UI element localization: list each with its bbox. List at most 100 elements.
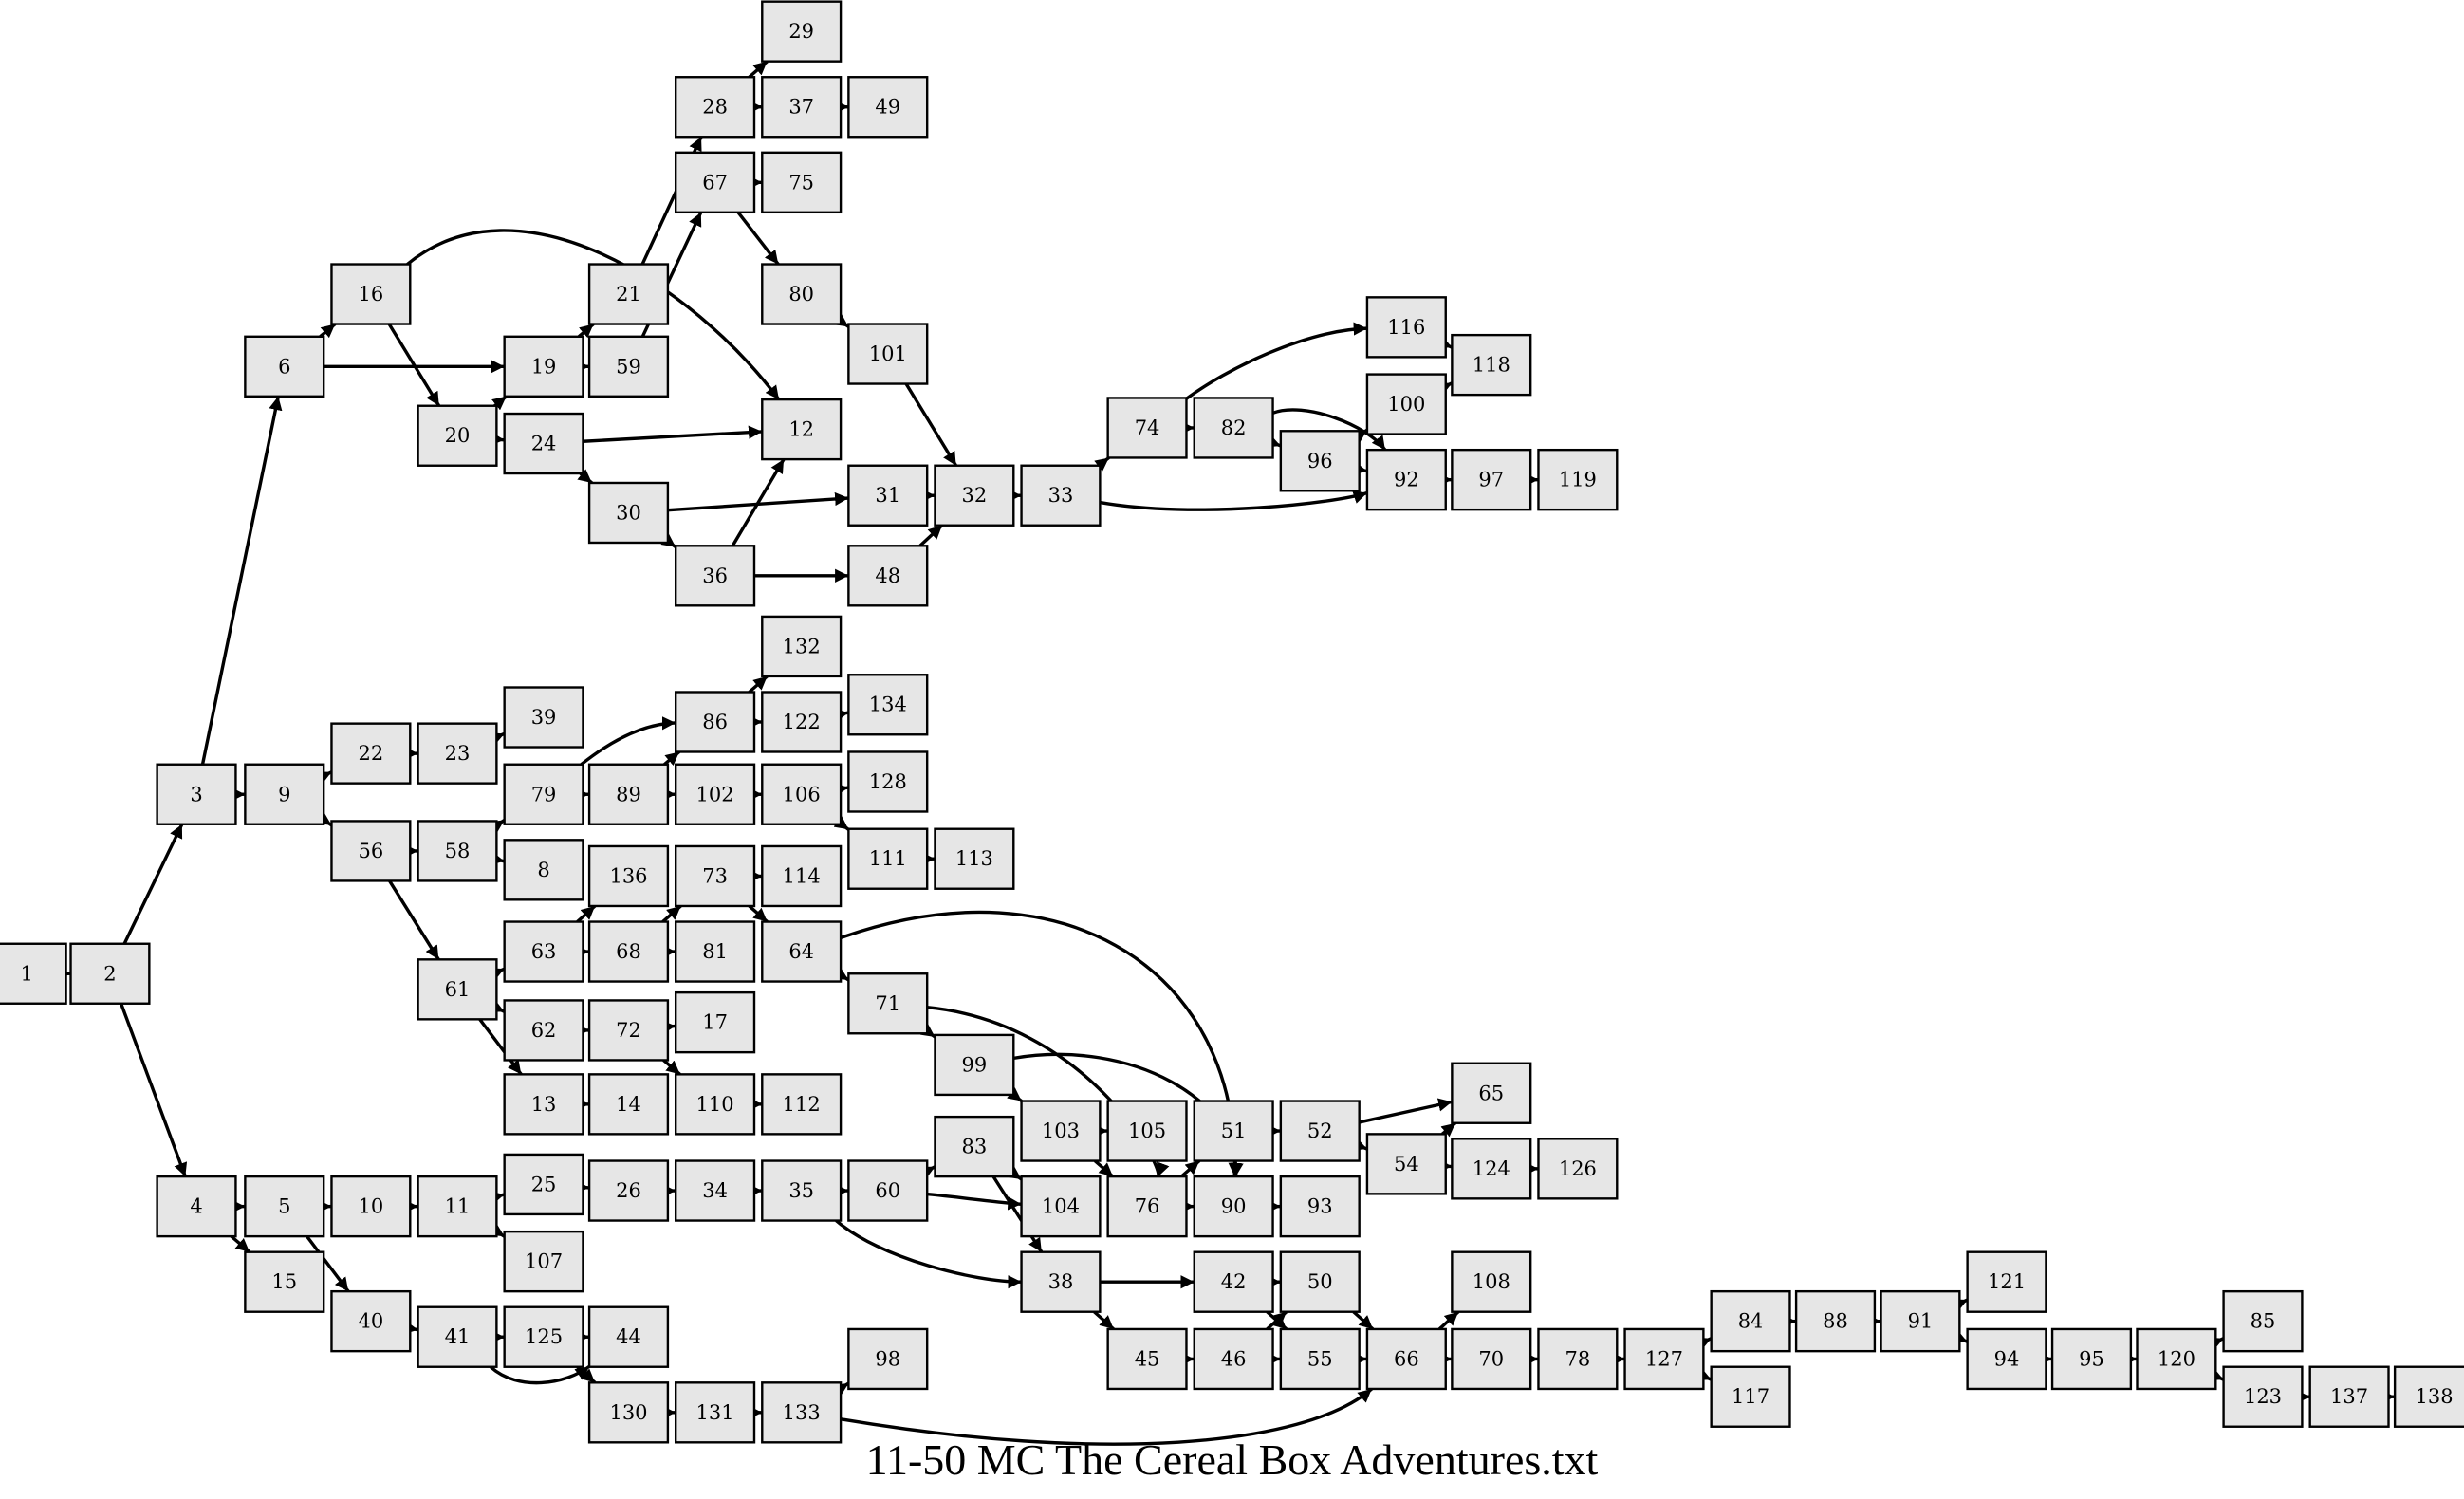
edge-103-to-76: [1093, 1159, 1115, 1178]
node-133: 133: [761, 1381, 843, 1444]
node-box: [330, 722, 412, 785]
node-label: 23: [445, 742, 471, 765]
node-label: 101: [869, 342, 907, 365]
edge-2-to-3: [122, 824, 184, 945]
node-box: [503, 920, 584, 983]
node-box: [244, 335, 325, 398]
node-label: 111: [869, 847, 907, 870]
node-89: 89: [587, 763, 670, 825]
node-box: [674, 76, 756, 139]
node-box: [761, 1159, 843, 1222]
node-119: 119: [1537, 448, 1619, 511]
node-box: [1451, 448, 1532, 511]
node-125: 125: [503, 1305, 584, 1368]
node-130: 130: [587, 1381, 670, 1444]
node-box: [674, 1159, 756, 1222]
node-54: 54: [1365, 1133, 1447, 1195]
node-box: [761, 691, 843, 753]
node-box: [1451, 1138, 1532, 1200]
node-label: 67: [702, 171, 728, 194]
node-113: 113: [934, 827, 1015, 890]
node-label: 41: [445, 1325, 471, 1348]
edge-50-to-66: [1352, 1310, 1375, 1331]
node-box: [2136, 1327, 2217, 1391]
node-label: 131: [696, 1401, 734, 1424]
node-132: 132: [761, 615, 843, 678]
node-label: 137: [2330, 1385, 2368, 1408]
edge-122-to-134: [833, 708, 849, 722]
node-4: 4: [156, 1175, 237, 1238]
node-label: 61: [445, 978, 471, 1001]
node-box: [674, 1073, 756, 1136]
node-111: 111: [847, 827, 929, 890]
node-box: [1193, 1175, 1274, 1238]
node-box: [503, 839, 584, 901]
node-label: 52: [1307, 1120, 1333, 1142]
node-box: [674, 545, 756, 607]
node-label: 120: [2158, 1347, 2195, 1370]
node-16: 16: [330, 263, 412, 325]
edge-6-to-16: [319, 323, 337, 339]
node-11: 11: [417, 1175, 498, 1238]
node-label: 113: [955, 847, 993, 870]
node-box: [1537, 1327, 1619, 1391]
node-box: [1365, 1133, 1447, 1195]
edge-9-to-22: [316, 770, 333, 785]
node-74: 74: [1106, 397, 1188, 459]
node-6: 6: [244, 335, 325, 398]
node-136: 136: [587, 844, 670, 908]
node-label: 132: [783, 635, 821, 657]
node-64: 64: [761, 920, 843, 983]
edge-120-to-123: [2208, 1367, 2225, 1381]
edge-73-to-64: [748, 904, 769, 923]
node-50: 50: [1279, 1250, 1361, 1313]
node-32: 32: [934, 464, 1015, 527]
node-box: [330, 820, 412, 882]
node-box: [674, 844, 756, 908]
edge-38-to-45: [1093, 1310, 1115, 1331]
node-label: 74: [1135, 416, 1160, 439]
node-box: [1537, 448, 1619, 511]
node-label: 130: [609, 1401, 647, 1424]
node-110: 110: [674, 1073, 756, 1136]
node-label: 122: [783, 711, 821, 733]
node-box: [587, 481, 670, 545]
node-box: [587, 1381, 670, 1444]
node-label: 134: [869, 694, 907, 716]
edge-127-to-84: [1695, 1337, 1713, 1351]
node-82: 82: [1193, 397, 1274, 459]
node-70: 70: [1451, 1327, 1532, 1391]
node-137: 137: [2308, 1365, 2390, 1428]
node-122: 122: [761, 691, 843, 753]
node-label: 88: [1823, 1310, 1848, 1333]
node-label: 83: [962, 1136, 988, 1158]
edge-58-to-79: [489, 818, 506, 834]
node-120: 120: [2136, 1327, 2217, 1391]
node-15: 15: [244, 1250, 325, 1313]
node-label: 114: [783, 864, 821, 887]
edge-96-to-100: [1352, 428, 1368, 444]
node-box: [1710, 1365, 1791, 1428]
node-box: [934, 464, 1015, 527]
node-85: 85: [2222, 1289, 2304, 1353]
edge-61-to-13: [478, 1018, 523, 1076]
node-label: 9: [278, 783, 290, 805]
node-label: 42: [1221, 1270, 1247, 1293]
node-107: 107: [503, 1230, 584, 1293]
node-label: 65: [1478, 1082, 1504, 1104]
node-box: [847, 750, 929, 813]
node-label: 63: [531, 940, 557, 963]
node-box: [2393, 1365, 2464, 1428]
node-box: [847, 323, 929, 385]
edge-23-to-39: [489, 731, 506, 746]
edge-67-to-80: [736, 211, 780, 266]
node-label: 55: [1307, 1347, 1333, 1370]
node-label: 91: [1908, 1310, 1934, 1333]
node-label: 126: [1559, 1157, 1597, 1180]
node-label: 33: [1048, 484, 1074, 507]
node-72: 72: [587, 999, 670, 1062]
node-box: [503, 1073, 584, 1136]
node-label: 58: [445, 840, 471, 862]
node-104: 104: [1020, 1175, 1102, 1238]
node-66: 66: [1365, 1327, 1447, 1391]
